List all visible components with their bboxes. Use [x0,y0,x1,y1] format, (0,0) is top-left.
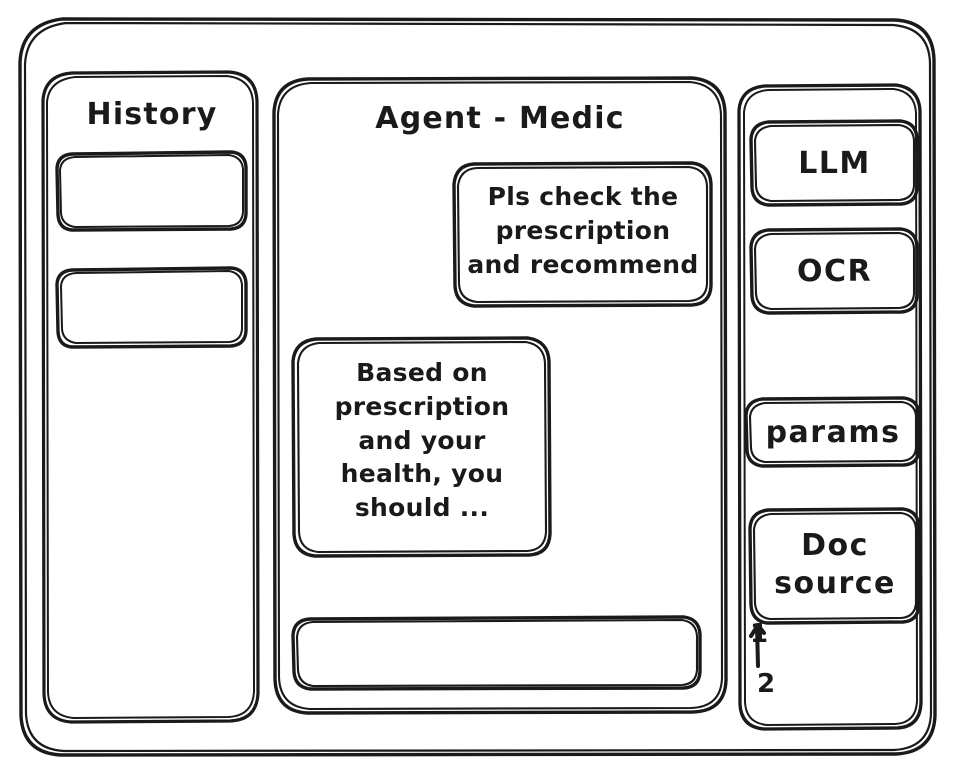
message-assistant-text: Based on prescription and your health, y… [334,358,510,522]
tool-button-ocr-label: OCR [796,254,873,289]
history-item-2[interactable] [57,268,247,347]
message-user-text: Pls check the prescription and recommend [467,182,699,279]
history-item-1[interactable] [57,152,247,230]
message-bubble-assistant: Based on prescription and your health, y… [293,338,551,557]
params-button-label: params [765,415,901,450]
message-composer-input[interactable] [293,617,701,689]
doc-list-item-1[interactable]: 1 [750,619,769,649]
tool-button-llm[interactable]: LLM [751,121,918,205]
tool-button-llm-label: LLM [798,146,871,181]
doc-source-button-label: Doc source [774,528,896,602]
doc-list-item-2[interactable]: 2 [757,669,776,699]
history-panel-title: History [86,97,218,132]
message-bubble-user: Pls check the prescription and recommend [454,163,712,307]
doc-source-button[interactable]: Doc source [750,509,920,623]
page-title: Agent - Medic [375,101,625,136]
tool-button-ocr[interactable]: OCR [751,229,918,313]
params-button[interactable]: params [746,398,920,466]
